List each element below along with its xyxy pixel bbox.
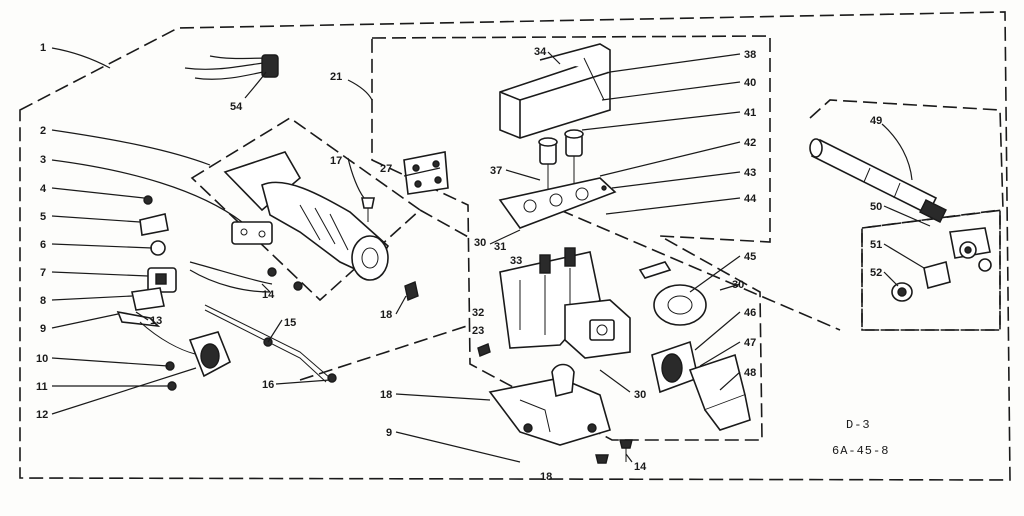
solenoid-coil-46	[651, 340, 751, 431]
callout-15: 15	[284, 317, 296, 329]
callout-32: 32	[472, 307, 484, 319]
callout-6: 6	[40, 239, 46, 251]
valve-plate-43	[498, 177, 617, 229]
wire-harness-54	[184, 54, 279, 80]
valve-stems-41	[538, 129, 584, 190]
callout-17: 17	[330, 155, 342, 167]
callout-38: 38	[744, 49, 756, 61]
callout-23: 23	[472, 325, 484, 337]
callout-41: 41	[744, 107, 756, 119]
callout-43: 43	[744, 167, 756, 179]
callout-46: 46	[744, 307, 756, 319]
callout-5: 5	[40, 211, 46, 223]
assembly-boundary	[19, 11, 1011, 481]
callout-14: 14	[262, 289, 275, 301]
callout-51: 51	[870, 239, 882, 251]
callout-40: 40	[744, 77, 756, 89]
callout-10: 10	[36, 353, 48, 365]
fitting-box	[861, 209, 1001, 331]
callout-13: 13	[150, 315, 162, 327]
callout-18-extra: 18	[540, 471, 552, 483]
leader-lines	[51, 47, 931, 463]
clip-18	[404, 281, 419, 301]
screw-14	[595, 439, 633, 464]
housing-group-boundary	[190, 117, 422, 302]
callout-16: 16	[262, 379, 274, 391]
callout-9: 9	[40, 323, 46, 335]
disc-45	[638, 261, 707, 326]
callout-31: 31	[494, 241, 506, 253]
screw-17	[361, 197, 375, 222]
callout-2: 2	[40, 125, 46, 137]
connect-line-3	[419, 209, 471, 239]
callout-labels: 1 2 3 4 5 6 7 8 9 10 11 12 13 14 15 16 1…	[36, 42, 882, 483]
callout-37: 37	[490, 165, 502, 177]
callout-9-bottom: 9	[386, 427, 392, 439]
rod-16	[189, 261, 337, 383]
callout-30-left: 30	[474, 237, 486, 249]
callout-48: 48	[744, 367, 756, 379]
fitting-51	[923, 261, 951, 289]
callout-3: 3	[40, 154, 46, 166]
callout-54: 54	[230, 101, 243, 113]
callout-1: 1	[40, 42, 46, 54]
view-label: D-3	[846, 418, 871, 432]
callout-34: 34	[534, 46, 547, 58]
callout-47: 47	[744, 337, 756, 349]
callout-4: 4	[40, 183, 47, 195]
callout-18-bracket: 18	[380, 389, 392, 401]
callout-44: 44	[744, 193, 757, 205]
main-housing-2	[223, 151, 390, 281]
callout-50: 50	[870, 201, 882, 213]
valve-cover-38	[499, 43, 611, 139]
connect-line-2	[299, 324, 471, 381]
drawing-code: 6A-45-8	[832, 444, 889, 458]
callout-21: 21	[330, 71, 342, 83]
callout-18-center: 18	[380, 309, 392, 321]
callout-11: 11	[36, 381, 48, 393]
gasket-plate-27	[403, 151, 449, 195]
valve-body-32	[499, 247, 631, 359]
connect-line-1	[559, 209, 841, 331]
screw-23	[477, 343, 491, 357]
callout-30-right: 30	[732, 279, 744, 291]
callout-7: 7	[40, 267, 46, 279]
callout-14-bottom: 14	[634, 461, 647, 473]
tube-49	[809, 138, 947, 223]
callout-12: 12	[36, 409, 48, 421]
mounting-bracket-18	[488, 363, 611, 446]
left-small-parts	[116, 195, 232, 391]
nut-52	[891, 282, 913, 302]
callout-8: 8	[40, 295, 46, 307]
callout-27: 27	[380, 163, 392, 175]
callout-33: 33	[510, 255, 522, 267]
callout-52: 52	[870, 267, 882, 279]
callout-42: 42	[744, 137, 756, 149]
fitting-50	[949, 227, 992, 272]
callout-49: 49	[870, 115, 882, 127]
callout-45: 45	[744, 251, 756, 263]
callout-30-bottom: 30	[634, 389, 646, 401]
